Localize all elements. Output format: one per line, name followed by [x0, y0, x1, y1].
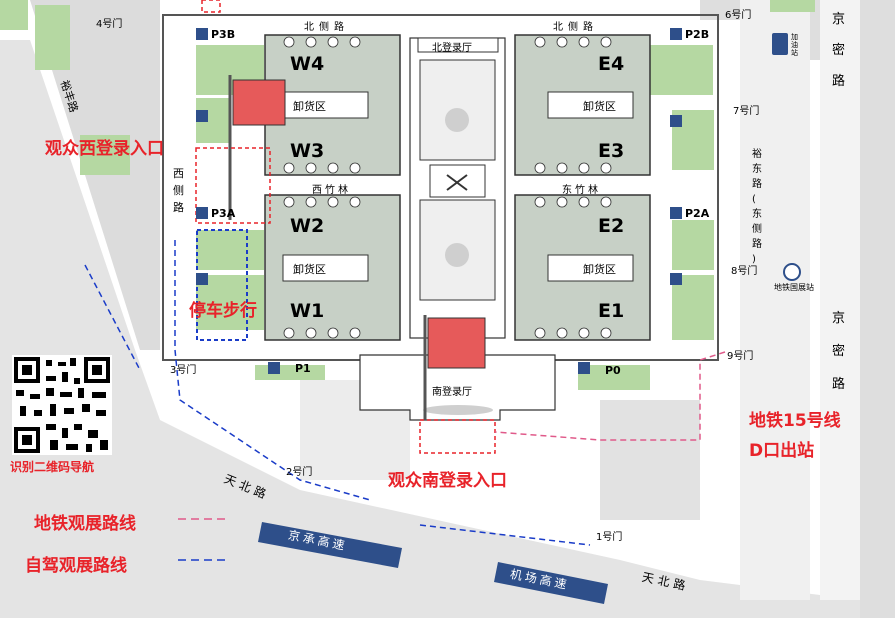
metro-route-line [494, 351, 726, 441]
parking-p1: P1 [295, 362, 311, 375]
hall-e1: E1 [598, 300, 625, 322]
east-bamboo-label: 东竹林 [562, 185, 601, 196]
jingcheng-sign [258, 522, 402, 568]
gate-3: 3号门 [170, 365, 197, 376]
airport-sign [494, 562, 608, 604]
east-halls [514, 34, 651, 341]
jingmi-road-bottom-label: 京密路 [832, 311, 846, 392]
central-corridor [409, 37, 506, 339]
parking-p0: P0 [605, 364, 621, 377]
gas-station-label: 加油站 [791, 33, 798, 57]
hall-e2: E2 [598, 215, 625, 237]
hall-w2: W2 [290, 215, 325, 237]
parking-p3a: P3A [211, 207, 236, 220]
metro-station-icon [783, 263, 801, 281]
metro-exit-line1: 地铁15号线 [749, 411, 841, 431]
gate-7: 7号门 [733, 106, 760, 117]
qr-code-label: 识别二维码导航 [10, 460, 95, 474]
parking-p3b: P3B [211, 28, 236, 41]
parking-walk-label: 停车步行 [189, 301, 257, 321]
green-areas [0, 0, 815, 390]
south-entrance-label: 观众南登录入口 [388, 471, 507, 491]
hall-e4: E4 [598, 53, 625, 75]
unload-w-top: 卸货区 [293, 100, 326, 113]
north-hall-label: 北登录厅 [432, 43, 472, 54]
legend-drive-label: 自驾观展路线 [25, 556, 127, 576]
metro-exit-line2: D口出站 [749, 441, 815, 461]
hall-w1: W1 [290, 300, 325, 322]
legend-metro-label: 地铁观展路线 [34, 514, 136, 534]
gas-station-icon [772, 33, 788, 55]
flag-south [423, 315, 486, 420]
gate-6: 6号门 [725, 10, 752, 21]
unload-w-bottom: 卸货区 [293, 263, 326, 276]
entrance-boxes [195, 0, 496, 454]
north-road-label: 北侧路 [304, 22, 349, 33]
jingmi-road-top-label: 京密路 [832, 12, 846, 89]
yudong-road-label: 裕东路 (东侧路) [752, 149, 762, 265]
west-bamboo-label: 西竹林 [312, 185, 351, 196]
west-road-label: 西侧路 [173, 167, 184, 214]
south-hall-label: 南登录厅 [432, 387, 472, 398]
parking-signs [196, 28, 682, 374]
south-hall-building [359, 354, 556, 421]
gate-1: 1号门 [596, 532, 623, 543]
parking-p2a: P2A [685, 207, 710, 220]
parking-p2b: P2B [685, 28, 710, 41]
drive-route-lines [84, 240, 591, 546]
gate-2: 2号门 [286, 467, 313, 478]
unload-e-top: 卸货区 [583, 100, 616, 113]
west-entrance-label: 观众西登录入口 [45, 139, 164, 159]
west-halls [264, 34, 401, 341]
qr-code [12, 355, 112, 455]
hall-w3: W3 [290, 140, 325, 162]
gate-4: 4号门 [96, 19, 123, 30]
gate-9: 9号门 [727, 351, 754, 362]
north-road-label-2: 北侧路 [553, 22, 598, 33]
unload-e-bottom: 卸货区 [583, 263, 616, 276]
flag-west [228, 75, 286, 220]
hall-markers [283, 36, 612, 339]
hall-w4: W4 [290, 53, 325, 75]
hall-e3: E3 [598, 140, 625, 162]
metro-station-label: 地铁国展站 [774, 283, 814, 292]
gate-8: 8号门 [731, 266, 758, 277]
parking-walk-box [196, 229, 248, 341]
